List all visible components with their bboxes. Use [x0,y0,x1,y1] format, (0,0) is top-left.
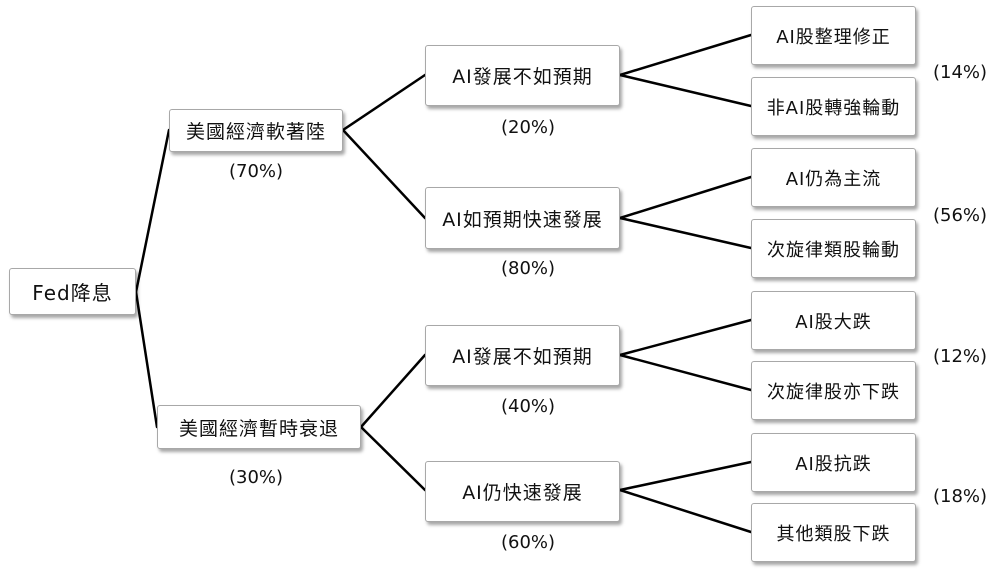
outcome-node: 非AI股轉強輪動 [751,77,916,136]
connector [618,33,753,77]
connector [618,460,753,492]
connector [359,353,427,429]
connector [359,425,427,492]
outcome-probability-label: (12%) [932,346,988,367]
probability-label: (30%) [228,467,284,488]
connector [618,175,753,220]
ai-scenario-node: AI仍快速發展 [425,461,620,522]
probability-label: (40%) [500,396,556,417]
outcome-probability-label: (14%) [932,62,988,83]
outcome-node: AI仍為主流 [751,148,916,207]
ai-scenario-node: AI如預期快速發展 [425,187,620,249]
connector [618,353,753,392]
probability-label: (60%) [500,532,556,553]
connector [134,290,159,429]
probability-label: (80%) [500,258,556,279]
ai-scenario-node: AI發展不如預期 [425,325,620,386]
outcome-probability-label: (18%) [932,486,988,507]
connector [618,488,753,534]
scenario-node-soft-landing: 美國經濟軟著陸 [169,109,343,152]
outcome-node: 其他類股下跌 [751,503,916,562]
outcome-node: 次旋律類股輪動 [751,219,916,278]
connector [618,318,753,357]
scenario-node-recession: 美國經濟暫時衰退 [157,405,361,449]
probability-label: (70%) [228,161,284,182]
connector [618,73,753,108]
connector [341,128,427,220]
connector [341,73,427,132]
root-node: Fed降息 [9,268,136,315]
outcome-node: AI股抗跌 [751,433,916,492]
connector [134,128,171,294]
outcome-probability-label: (56%) [932,205,988,226]
outcome-node: AI股整理修正 [751,6,916,65]
outcome-node: AI股大跌 [751,291,916,350]
outcome-node: 次旋律股亦下跌 [751,361,916,420]
ai-scenario-node: AI發展不如預期 [425,45,620,106]
probability-label: (20%) [500,117,556,138]
connector [618,216,753,250]
